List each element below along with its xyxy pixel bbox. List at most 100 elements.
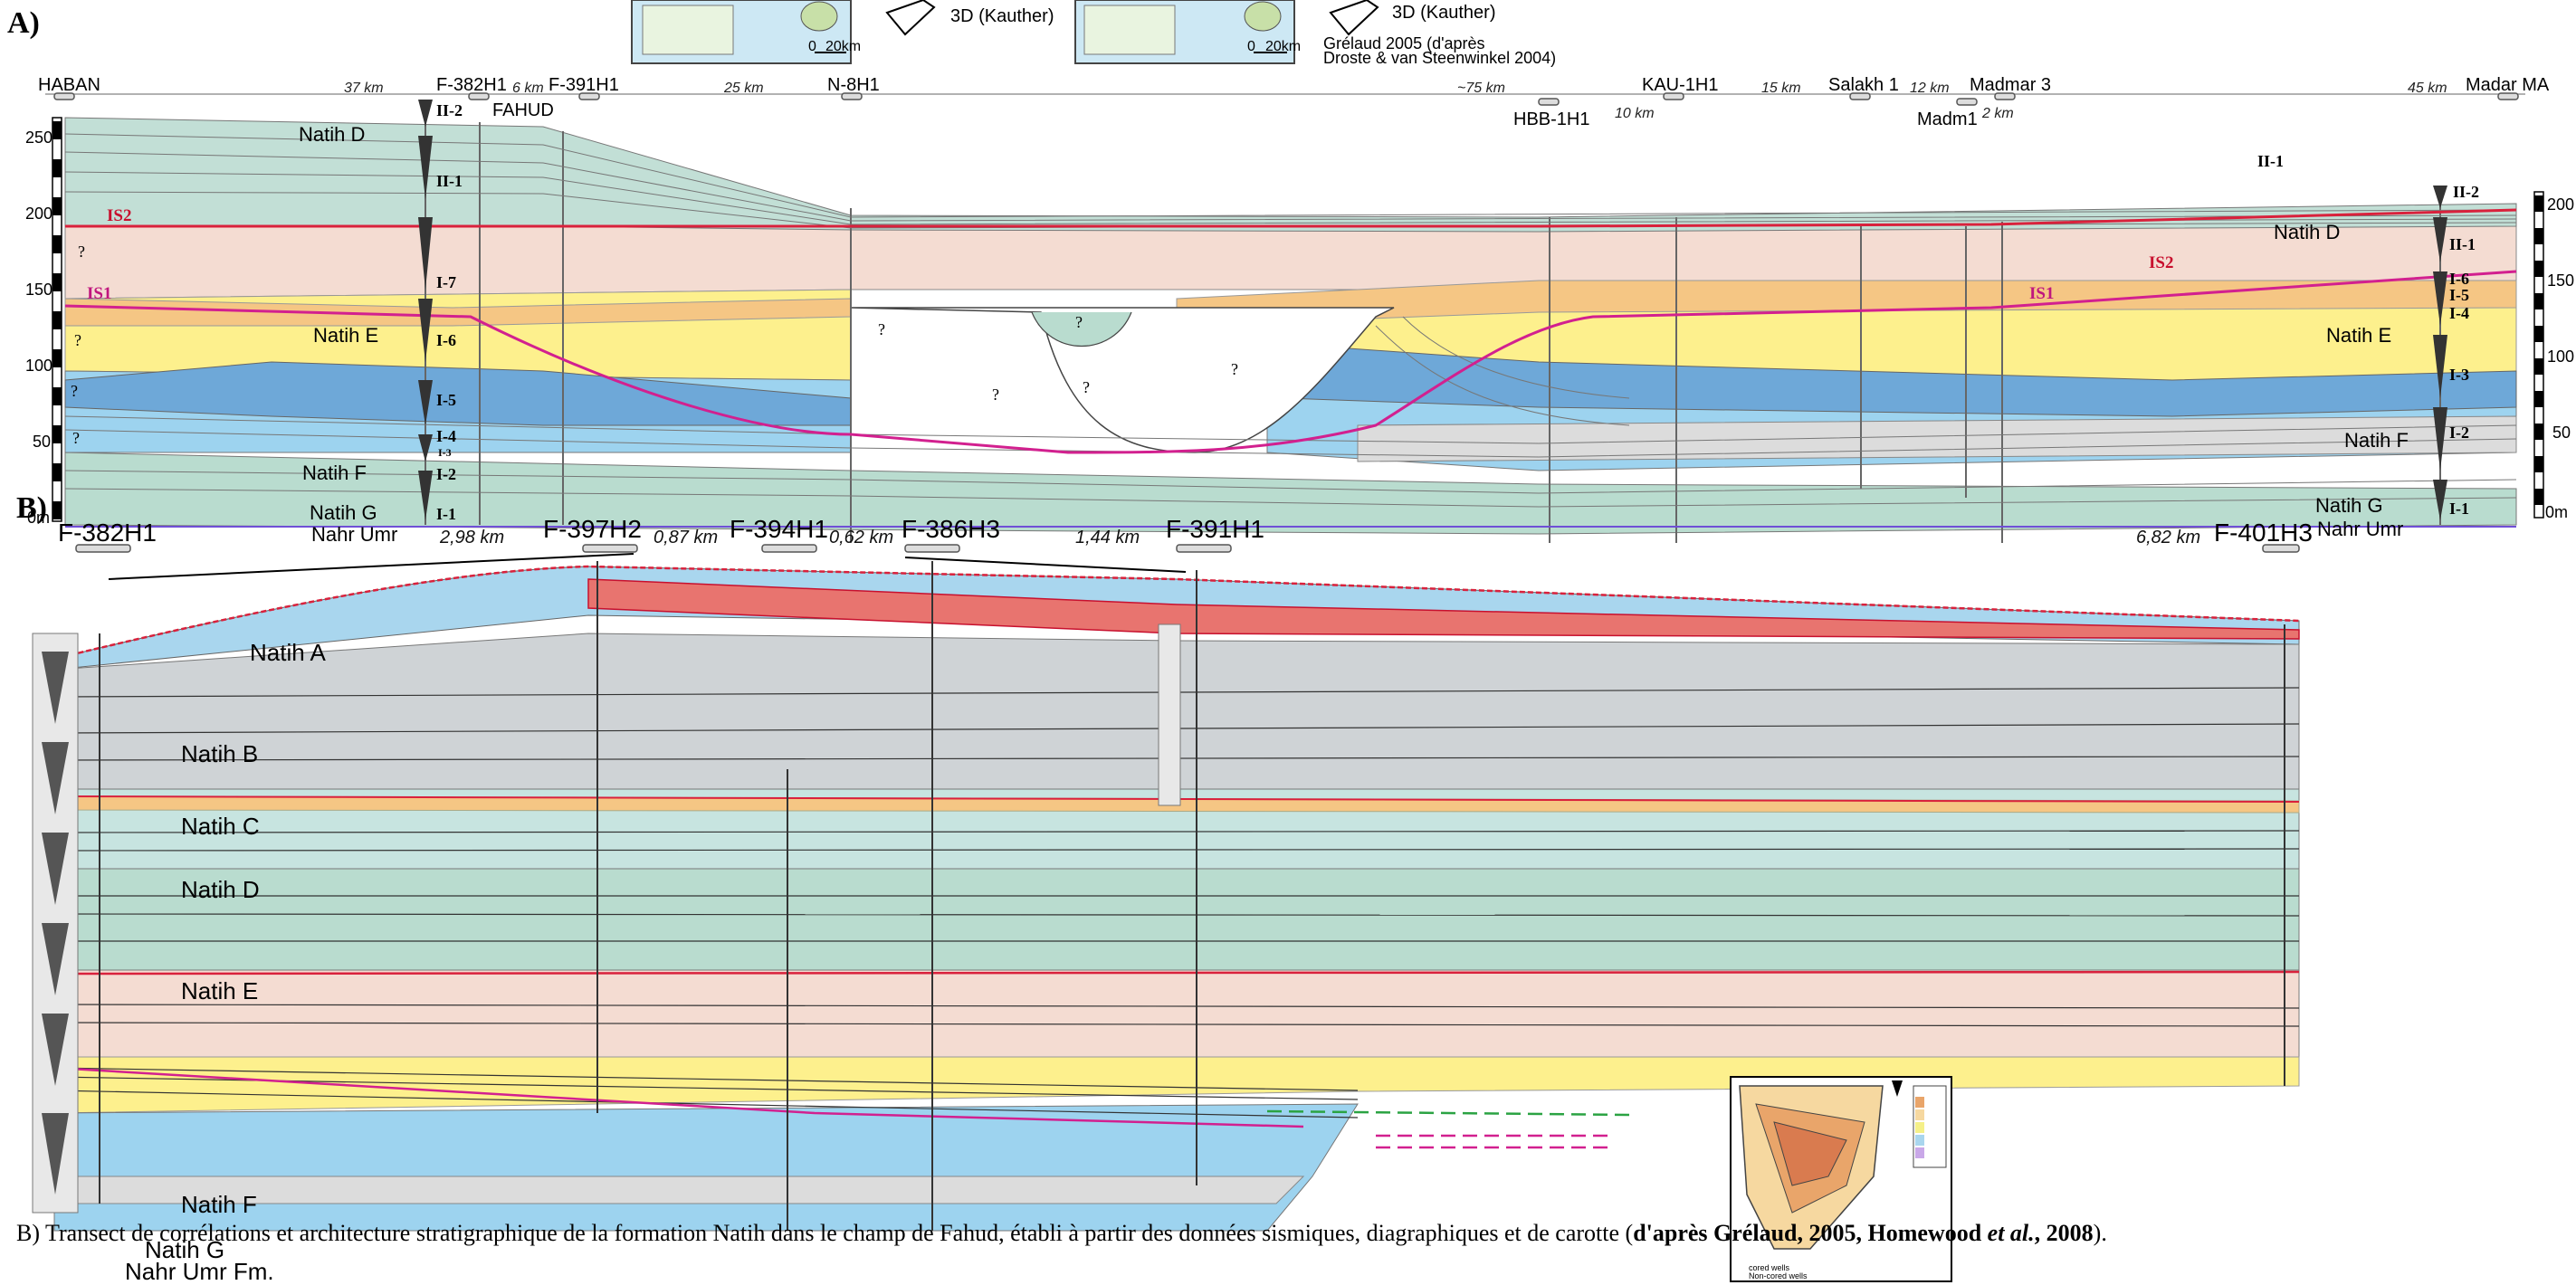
left-axis-0: 0m xyxy=(27,509,50,527)
b-well-f382h1: F-382H1 xyxy=(58,519,157,547)
a-seq-l-7: I-2 xyxy=(436,465,456,483)
caption-italic: et al. xyxy=(1987,1220,2035,1246)
a-unit-natih-f xyxy=(64,452,2517,535)
depth-scale-right xyxy=(2533,191,2544,519)
a-channel-small xyxy=(1031,311,1132,347)
well-markers-a xyxy=(53,92,2519,106)
a-label-natih-f-r: Natih F xyxy=(2344,429,2409,452)
a-label-natih-g-r: Natih G xyxy=(2315,494,2383,517)
b-dist-0: 2,98 km xyxy=(439,528,504,547)
well-hbb1h1: HBB-1H1 xyxy=(1513,109,1589,129)
a-q-5: ? xyxy=(1075,313,1083,331)
a-seq-l-3: I-6 xyxy=(436,331,456,349)
a-seq-r-0: II-2 xyxy=(2453,183,2479,201)
a-seq-r-3: I-5 xyxy=(2449,286,2469,304)
inset-map-right: 0 20km 3D (Kauther) Grélaud 2005 (d'aprè… xyxy=(1074,0,1556,67)
caption-bold: d'après Grélaud, 2005, Homewood xyxy=(1633,1220,1988,1246)
inset-map-left: 0 20km 3D (Kauther) xyxy=(631,0,1054,64)
b-label-natih-d: Natih D xyxy=(181,876,260,903)
a-seq-r-2: I-6 xyxy=(2449,270,2469,288)
depth-scale-left xyxy=(52,117,62,522)
b-label-natih-f: Natih F xyxy=(181,1191,257,1218)
dist-a-6: 12 km xyxy=(1910,81,1950,96)
well-salakh1: Salakh 1 xyxy=(1828,75,1899,95)
a-label-natih-g: Natih G xyxy=(310,501,377,524)
a-seq-l-0: II-2 xyxy=(436,101,463,119)
panel-b: B) F-382H1 F-397H2 F-394H1 F-386H3 F-391… xyxy=(16,491,2313,1285)
a-unit-natih-d xyxy=(64,117,2517,233)
a-q-0: ? xyxy=(78,243,85,261)
right-axis-200: 200 xyxy=(2547,195,2574,214)
a-label-natih-e-r: Natih E xyxy=(2326,324,2391,347)
a-seq-l-4: I-5 xyxy=(436,391,456,409)
dist-a-8: 45 km xyxy=(2408,81,2447,96)
a-label-nahr-umr: Nahr Umr xyxy=(311,523,397,546)
a-seq-l-2: I-7 xyxy=(436,273,456,291)
a-label-is1-left: IS1 xyxy=(87,284,111,303)
a-label-is2-left: IS2 xyxy=(107,206,131,225)
right-axis-100: 100 xyxy=(2547,347,2574,366)
inset-left-source: 3D (Kauther) xyxy=(950,6,1054,26)
a-seq-r-1: II-1 xyxy=(2449,235,2476,253)
b-well-f386h3: F-386H3 xyxy=(902,515,1000,543)
b-dist-1: 0,87 km xyxy=(654,528,718,547)
inset-left-scale-zero: 0 xyxy=(808,39,816,54)
inset-right-credit-1: Grélaud 2005 (d'après xyxy=(1323,34,1485,52)
a-q-8: ? xyxy=(1083,378,1090,396)
b-unit-red-band xyxy=(587,578,2300,640)
well-kau1h1: KAU-1H1 xyxy=(1642,75,1718,95)
a-q-1: ? xyxy=(74,331,81,349)
a-q-4: ? xyxy=(878,320,885,338)
b-label-natih-c: Natih C xyxy=(181,813,260,840)
b-unit-natih-d xyxy=(53,868,2300,971)
inset-right-source: 3D (Kauther) xyxy=(1392,3,1496,23)
left-axis-100: 100 xyxy=(25,357,52,375)
dist-a-5: 15 km xyxy=(1761,81,1801,96)
b-unit-yellow xyxy=(53,1056,2300,1114)
right-axis-0: 0m xyxy=(2545,503,2568,521)
inset-left-scale-end: 20km xyxy=(825,39,861,54)
a-q-6: ? xyxy=(1231,360,1238,378)
panel-a-label: A) xyxy=(7,6,40,40)
b-label-nahr-umr: Nahr Umr Fm. xyxy=(125,1258,274,1285)
b-erosion-top xyxy=(53,565,2300,661)
figure-caption: B) Transect de corrélations et architect… xyxy=(16,1220,2569,1247)
a-seq-l-1: II-1 xyxy=(436,172,463,190)
panel-a: A) 0 20km 3D (Kauther) 0 20km 3D (Kauthe… xyxy=(7,0,2574,546)
well-madar-ma: Madar MA xyxy=(2466,75,2550,95)
a-label-is2-right: IS2 xyxy=(2149,253,2173,272)
right-axis-50: 50 xyxy=(2552,424,2571,442)
a-seq-top: II-1 xyxy=(2257,152,2284,170)
b-well-f394h1: F-394H1 xyxy=(730,515,828,543)
map-legend-noncored: Non-cored wells xyxy=(1749,1271,1808,1280)
b-well-f397h2: F-397H2 xyxy=(543,515,642,543)
a-seq-r-7: I-1 xyxy=(2449,500,2469,518)
a-seq-r-5: I-3 xyxy=(2449,366,2469,384)
well-madm1: Madm1 xyxy=(1917,109,1978,129)
a-q-7: ? xyxy=(992,386,999,404)
caption-bold-end: , 2008 xyxy=(2034,1220,2094,1246)
panel-a-cross-section xyxy=(64,100,2517,543)
a-surface-is2 xyxy=(65,208,2517,228)
b-dist-2: 0,62 km xyxy=(829,528,893,547)
a-seq-l-8: I-1 xyxy=(436,505,456,523)
a-seq-l-5: I-4 xyxy=(436,427,456,445)
dist-a-0: 37 km xyxy=(344,81,384,96)
b-label-natih-b: Natih B xyxy=(181,740,258,767)
left-axis-150: 150 xyxy=(25,281,52,299)
map-legend-cored: cored wells xyxy=(1749,1263,1790,1272)
well-f391h1-a: F-391H1 xyxy=(549,75,619,95)
inset-right-scale-zero: 0 xyxy=(1247,39,1255,54)
well-madmar3: Madmar 3 xyxy=(1970,75,2051,95)
b-unit-natih-e xyxy=(53,969,2300,1058)
b-label-natih-a: Natih A xyxy=(250,639,326,666)
panel-b-label: B) xyxy=(16,491,47,525)
dist-a-1: 6 km xyxy=(512,81,544,96)
dist-a-7: 2 km xyxy=(1981,106,2014,121)
dist-a-2: 25 km xyxy=(723,81,764,96)
b-dist-4: 6,82 km xyxy=(2136,528,2200,547)
a-label-natih-e: Natih E xyxy=(313,324,378,347)
inset-right-credit-2: Droste & van Steenwinkel 2004) xyxy=(1323,49,1556,67)
well-haban: HABAN xyxy=(38,75,100,95)
